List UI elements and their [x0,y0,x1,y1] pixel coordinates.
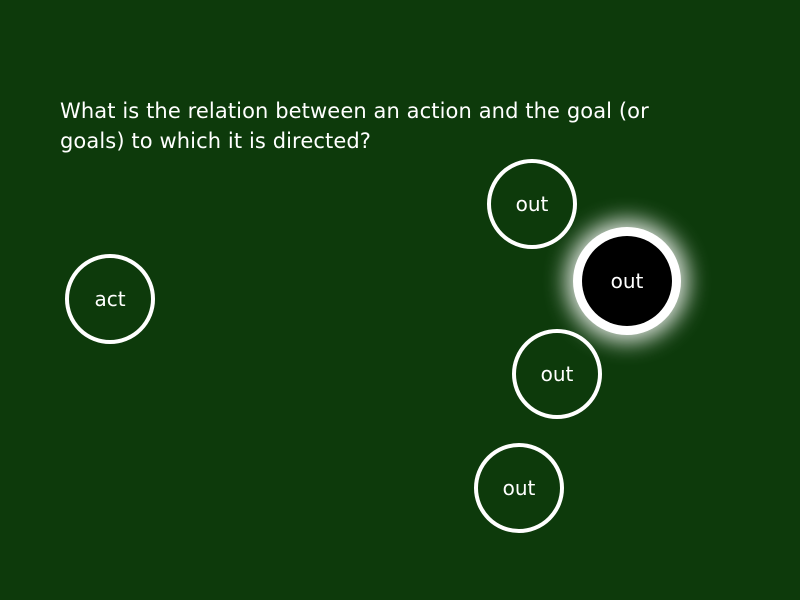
outcome-node-4-label: out [502,476,536,500]
outcome-node-2-label: out [610,269,644,293]
act-node-label: act [94,287,126,311]
outcome-node-1-label: out [515,192,549,216]
outcome-node-1[interactable]: out [487,159,577,249]
outcome-node-4[interactable]: out [474,443,564,533]
question-text: What is the relation between an action a… [60,99,649,153]
outcome-node-3-label: out [540,362,574,386]
outcome-node-3[interactable]: out [512,329,602,419]
outcome-node-2-highlighted[interactable]: out [582,236,672,326]
act-node[interactable]: act [65,254,155,344]
